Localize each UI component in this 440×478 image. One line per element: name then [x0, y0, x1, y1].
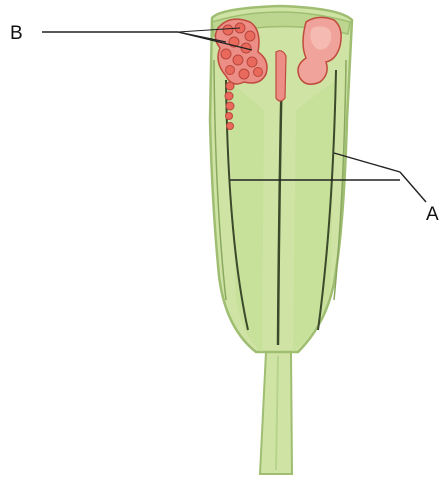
pollen-strip-center [276, 51, 286, 101]
label-b: B [10, 24, 23, 43]
pointer-a-tail [400, 172, 426, 202]
label-a: A [426, 205, 439, 224]
